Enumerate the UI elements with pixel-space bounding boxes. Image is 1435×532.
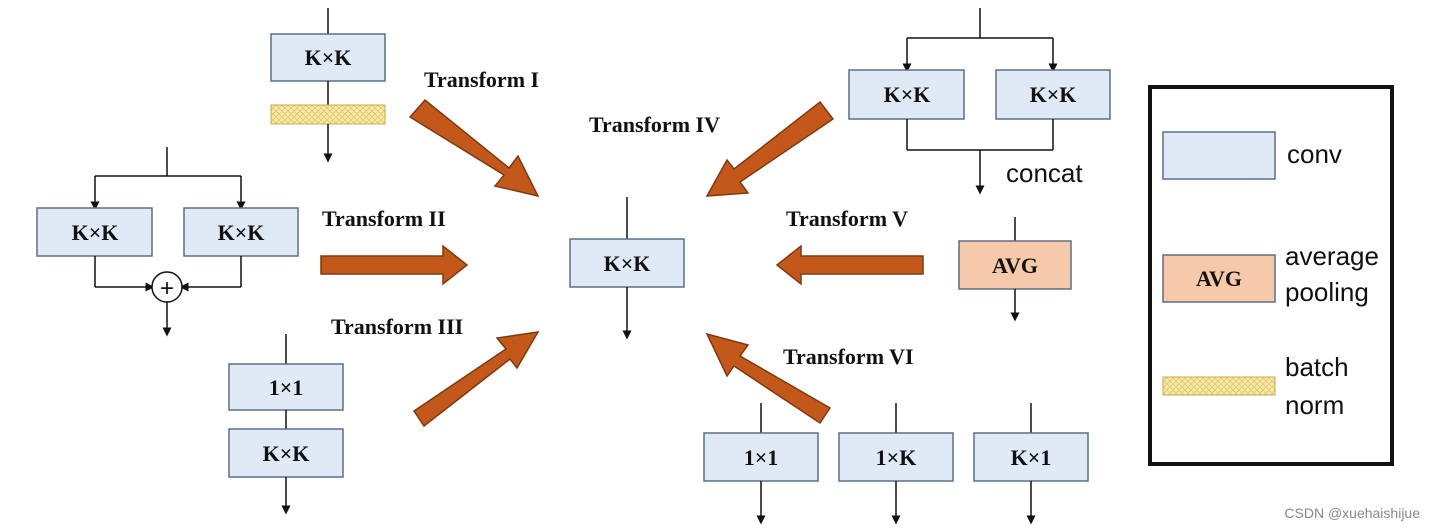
transform-6-label: Transform VI [783,344,914,369]
conv-box-right [995,69,1111,120]
legend-bn-label-1: batch [1285,352,1349,382]
conv-kx1-label: K×1 [1011,445,1052,470]
legend-bn-swatch [1162,376,1276,396]
avg-pool-label: AVG [992,253,1038,278]
conv-box-right-label: K×K [218,220,265,245]
transform-3-group: 1×1 K×K [228,334,344,515]
transform-5-group: AVG [958,217,1072,322]
conv-box-left [36,207,153,257]
conv-box-left-label: K×K [884,82,931,107]
transform-5-label: Transform V [786,206,908,231]
transform-3-label: Transform III [331,314,463,339]
transform-4-arrow [705,100,835,197]
transform-1-arrow [408,98,540,198]
legend-avg-label-1: average [1285,241,1379,271]
concat-label: concat [1006,158,1083,188]
transform-4-group: K×K K×K concat [848,8,1111,195]
conv-1xk-label: 1×K [876,445,917,470]
transform-1-label: Transform I [424,67,539,92]
conv-kxk-box [228,428,344,478]
watermark-text: CSDN @xuehaishijue [1284,505,1420,521]
conv-box-left [848,69,965,120]
conv-1xk-box [838,432,954,482]
legend-conv-label: conv [1287,139,1342,169]
transform-6-group: 1×1 1×K K×1 [703,403,1089,525]
legend: conv AVG average pooling batch norm [1148,85,1394,466]
add-symbol: + [160,275,174,302]
transform-5-arrow [775,244,924,286]
conv-box-label: K×K [305,45,352,70]
transform-2-arrow [320,244,469,286]
conv-1x1-box [703,432,819,482]
legend-bn-label-2: norm [1285,390,1344,420]
batch-norm-bar [270,104,386,125]
transform-2-group: K×K K×K + [36,147,299,337]
center-conv-label: K×K [604,251,651,276]
conv-1x1-label: 1×1 [744,445,779,470]
conv-1x1-box [228,363,344,411]
conv-box-left-label: K×K [72,220,119,245]
conv-kxk-label: K×K [263,441,310,466]
conv-box-right [183,207,299,257]
transform-2-label: Transform II [322,206,446,231]
legend-avg-swatch-label: AVG [1196,266,1242,291]
avg-pool-box [958,240,1072,290]
conv-kx1-box [973,432,1089,482]
legend-conv-swatch [1162,131,1276,180]
transform-6-arrow [705,332,832,425]
transform-1-group: K×K [270,8,386,163]
legend-avg-label-2: pooling [1285,277,1369,307]
center-group: K×K [569,197,685,340]
transform-3-arrow [412,331,540,428]
conv-1x1-label: 1×1 [269,375,304,400]
legend-avg-swatch [1162,254,1276,303]
transform-4-label: Transform IV [589,112,720,137]
conv-box-right-label: K×K [1030,82,1077,107]
